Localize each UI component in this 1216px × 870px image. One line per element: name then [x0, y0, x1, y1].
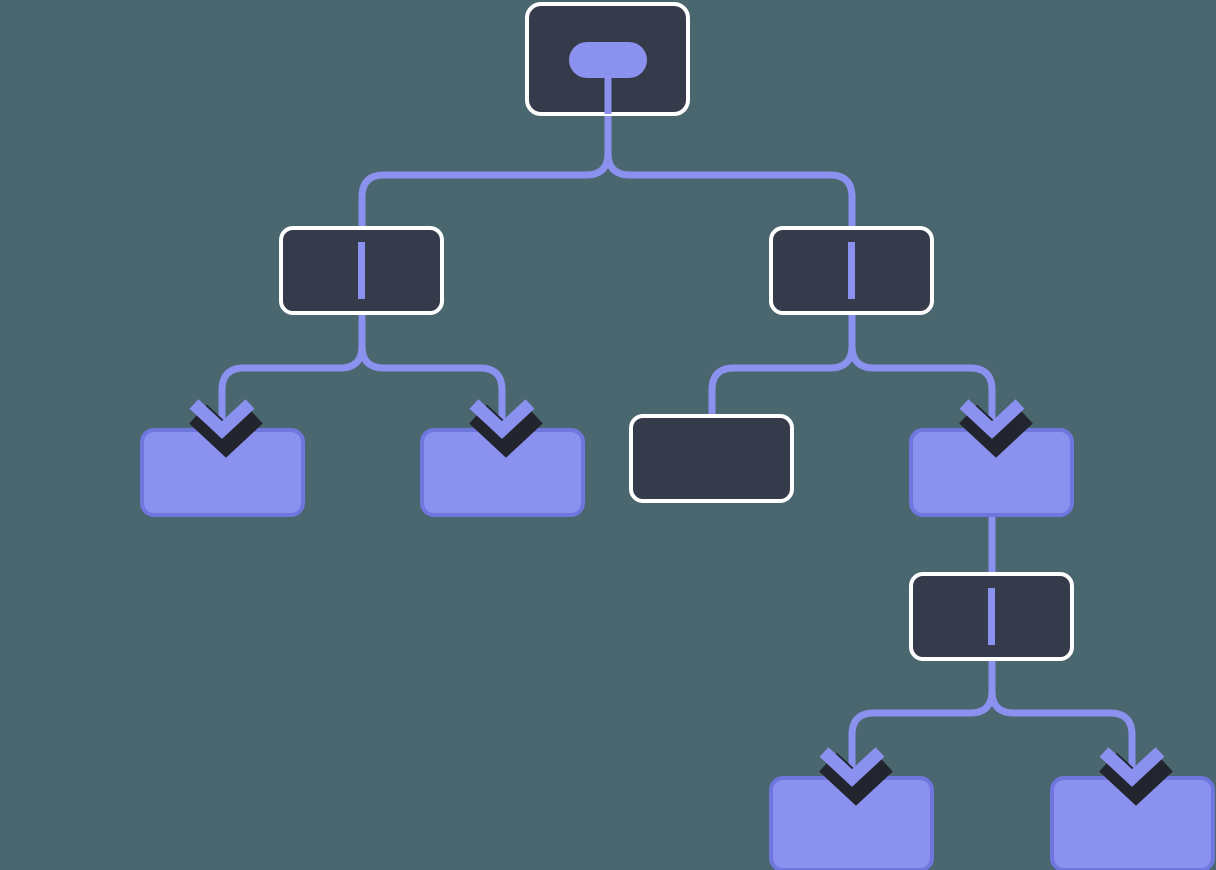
edge-connector: [848, 313, 996, 440]
arrowhead-chevron: [819, 747, 885, 787]
tree-node-l2-c[interactable]: [629, 414, 794, 503]
tree-node-root[interactable]: [525, 2, 690, 116]
arrows-layer: [189, 399, 1173, 806]
arrowhead-chevron: [189, 399, 255, 439]
tree-node-l1-left[interactable]: [279, 226, 444, 315]
edge-arrowhead-icon: [189, 399, 263, 458]
edge-connector: [604, 114, 856, 228]
edge-arrowhead-icon: [819, 747, 893, 806]
nodes-layer: [140, 2, 1215, 870]
edge-arrowhead-icon: [959, 399, 1033, 458]
arrowhead-chevron: [1099, 747, 1165, 787]
node-body[interactable]: [629, 414, 794, 503]
edge-arrowhead-icon: [1099, 747, 1173, 806]
tree-node-l1-right[interactable]: [769, 226, 934, 315]
edge-connector: [988, 659, 1136, 788]
edge-arrowhead-icon: [469, 399, 543, 458]
edges-layer: [218, 114, 1136, 788]
arrowhead-chevron: [469, 399, 535, 439]
arrowhead-chevron: [959, 399, 1025, 439]
tree-node-l3-a[interactable]: [909, 572, 1074, 661]
edge-connector: [358, 313, 506, 440]
